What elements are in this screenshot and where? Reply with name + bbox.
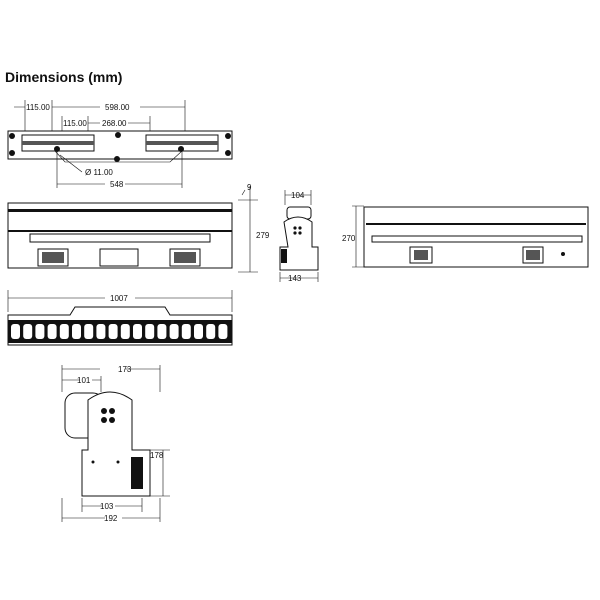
- led-lens: [47, 324, 57, 339]
- dim-115-outer: 115.00: [26, 103, 50, 112]
- dim-hole-diameter: Ø 11.00: [85, 168, 113, 177]
- led-lens: [72, 324, 81, 339]
- top-view: 115.00 598.00 115.00 268.00 Ø 11.00 548: [7, 100, 233, 189]
- dim-115-inner: 115.00: [63, 119, 87, 128]
- rear-view: 270: [342, 205, 589, 268]
- dim-548: 548: [110, 180, 124, 189]
- dim-101: 101: [77, 376, 91, 385]
- dim-270: 270: [342, 234, 356, 243]
- dim-192: 192: [104, 514, 118, 523]
- page-title: Dimensions (mm): [5, 69, 123, 85]
- led-lens: [59, 324, 69, 339]
- dim-279: 279: [256, 231, 270, 240]
- led-lens-row: [11, 324, 228, 339]
- dim-143: 143: [288, 274, 302, 283]
- led-lens: [35, 324, 45, 339]
- dim-103: 103: [100, 502, 114, 511]
- dim-268: 268.00: [102, 119, 127, 128]
- led-lens: [181, 324, 191, 339]
- side-view: 104 143: [279, 190, 319, 283]
- dim-104: 104: [291, 191, 305, 200]
- led-lens: [23, 324, 33, 339]
- led-lens: [96, 324, 106, 339]
- led-lens: [108, 324, 118, 339]
- led-lens: [157, 324, 167, 339]
- led-lens: [194, 324, 203, 339]
- led-lens: [11, 324, 20, 339]
- lens-view: 1007: [7, 290, 233, 346]
- led-lens: [206, 324, 216, 339]
- led-lens: [133, 324, 142, 339]
- dim-9: 9: [247, 183, 252, 192]
- front-view: 9 279: [7, 183, 270, 273]
- dim-598: 598.00: [105, 103, 130, 112]
- dim-1007: 1007: [110, 294, 128, 303]
- dim-173: 173: [118, 365, 132, 374]
- led-lens: [169, 324, 179, 339]
- led-lens: [120, 324, 130, 339]
- led-lens: [218, 324, 228, 339]
- side-detail-view: 173 101 178 103 192: [61, 365, 170, 523]
- led-lens: [145, 324, 155, 339]
- dim-178: 178: [150, 451, 164, 460]
- led-lens: [84, 324, 94, 339]
